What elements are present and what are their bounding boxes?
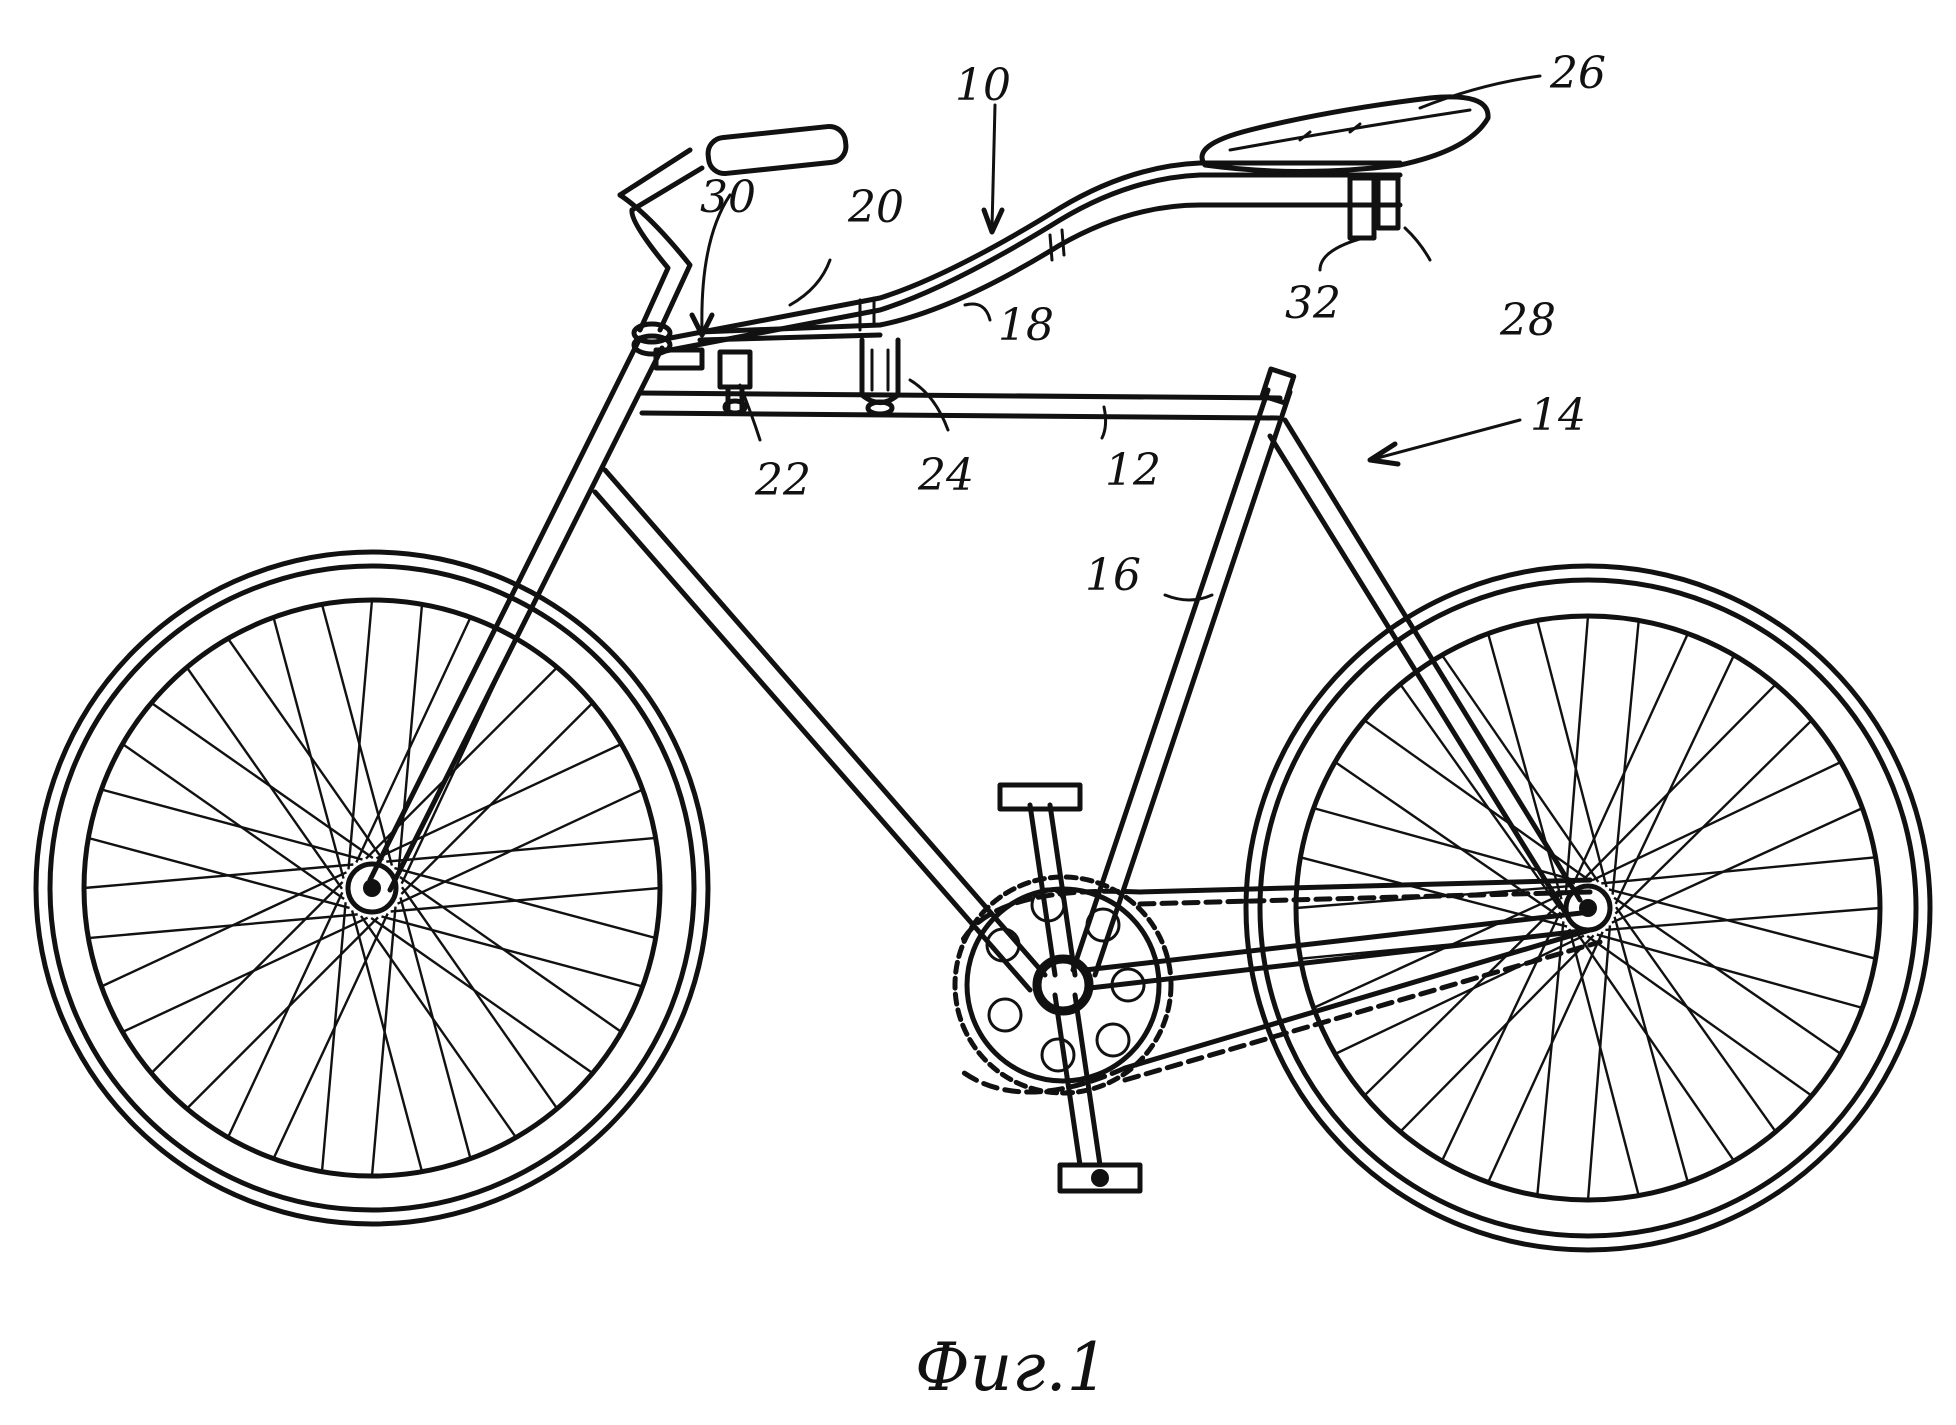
wheel-spoke (121, 743, 345, 901)
wheel-spoke (1581, 683, 1777, 882)
wheel-spoke (320, 902, 347, 1172)
wheel-spoke (347, 599, 374, 870)
wheel-spoke (1441, 654, 1600, 883)
wheel-spoke (88, 836, 350, 910)
wheel-spoke (401, 886, 559, 1110)
label-26: 26 (1549, 48, 1606, 99)
wheel-spoke (1614, 719, 1813, 915)
wheel-spoke (1486, 633, 1563, 900)
wheel-spoke (370, 906, 397, 1177)
wheel-spoke (355, 616, 472, 863)
wheel-spoke (1614, 654, 1736, 905)
wheel-spoke (1596, 933, 1863, 1010)
wheel-spoke (381, 915, 643, 988)
wheel-spoke (1591, 760, 1842, 882)
wheel-spoke (83, 863, 354, 890)
label-20: 20 (847, 182, 904, 233)
front-wheel-spokes (83, 599, 661, 1177)
wheel-spoke (1399, 934, 1595, 1133)
saddle (1199, 94, 1491, 174)
wheel-spoke (1564, 615, 1590, 891)
wheel-spoke (1601, 856, 1876, 885)
handlebar (617, 123, 849, 333)
wheel-spoke (399, 875, 623, 1033)
wheel-spoke (1586, 925, 1612, 1201)
label-18: 18 (998, 300, 1054, 351)
wheel-spoke (122, 916, 369, 1034)
wheel-spoke (390, 886, 661, 913)
extension-beam (653, 160, 1403, 417)
label-16: 16 (1085, 550, 1141, 601)
wheel-spoke (1399, 683, 1561, 910)
wheel-spoke (186, 916, 379, 1110)
wheel-spoke (394, 866, 656, 940)
wheel-spoke (1313, 892, 1565, 1009)
wheel-spoke (370, 917, 594, 1075)
wheel-spoke (150, 881, 344, 1074)
wheel-spoke (1615, 906, 1777, 1133)
wheel-spoke (1613, 916, 1690, 1183)
wheel-spoke (227, 637, 385, 861)
wheel-spoke (185, 666, 343, 890)
wheel-spoke (1572, 633, 1689, 885)
wheel-spoke (272, 913, 389, 1160)
wheel-spoke (1576, 933, 1735, 1162)
wheel-spoke (100, 871, 347, 988)
wheel-spoke (150, 701, 374, 859)
label-22: 22 (754, 455, 811, 506)
wheel-spoke (386, 836, 656, 863)
wheel-spoke (1440, 911, 1562, 1162)
wheel-spoke (1313, 806, 1580, 883)
wheel-spoke (1363, 901, 1562, 1097)
wheel-spoke (226, 891, 344, 1138)
wheel-spoke (400, 702, 594, 895)
wheel-spoke (320, 604, 394, 866)
wheel-spoke (1487, 931, 1604, 1183)
label-32: 32 (1285, 278, 1341, 329)
wheel-spoke (1611, 620, 1640, 895)
bicycle-frame (367, 321, 1593, 1016)
wheel-spoke (399, 897, 472, 1159)
wheel-spoke (397, 788, 644, 905)
wheel-spoke (350, 910, 424, 1172)
crank-and-pedals (997, 782, 1143, 1194)
label-24: 24 (917, 450, 974, 501)
label-30: 30 (700, 172, 756, 223)
seat-clamp (1347, 175, 1401, 241)
wheel-spoke (1568, 928, 1640, 1196)
wheel-spoke (1605, 906, 1881, 932)
wheel-spoke (1611, 807, 1863, 924)
rear-wheel-spokes (1295, 615, 1881, 1201)
wheel-spoke (359, 915, 517, 1139)
front-wheel (33, 549, 711, 1227)
wheel-spoke (1608, 888, 1876, 960)
figure-caption: Фиг.1 (915, 1329, 1109, 1406)
wheel-spoke (1613, 896, 1842, 1055)
wheel-spoke (101, 788, 363, 861)
wheel-spoke (272, 617, 345, 879)
wheel-spoke (1536, 620, 1608, 888)
wheel-spoke (1586, 935, 1813, 1097)
label-28: 28 (1499, 295, 1556, 346)
leader-lines (689, 74, 1542, 602)
wheel-spoke (88, 913, 358, 940)
label-12: 12 (1105, 445, 1161, 496)
wheel-spoke (397, 604, 424, 874)
wheel-spoke (1536, 921, 1565, 1196)
rear-wheel (1243, 563, 1933, 1253)
label-14: 14 (1530, 390, 1586, 441)
wheel-spoke (1334, 934, 1585, 1056)
label-10: 10 (955, 60, 1011, 111)
wheel-spoke (1300, 856, 1568, 928)
